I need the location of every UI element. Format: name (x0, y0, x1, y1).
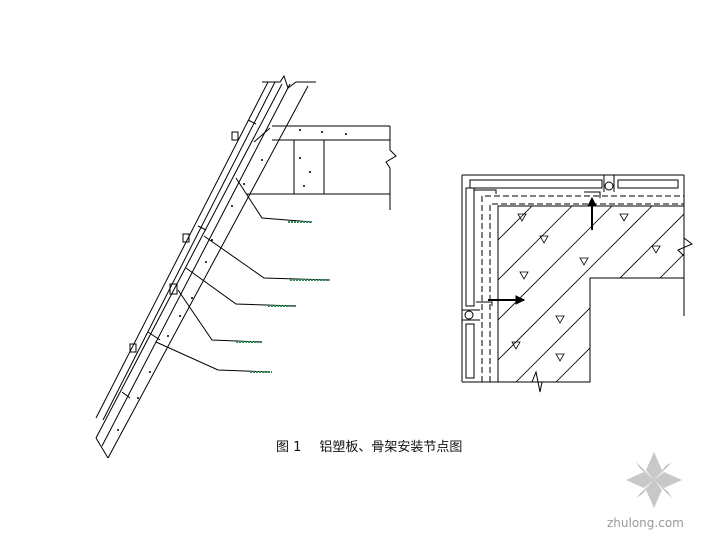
watermark-text: zhulong.com (607, 516, 684, 530)
corner-bracket (474, 189, 497, 194)
left-anchor-arrow (515, 295, 526, 305)
leader-label-marks (236, 221, 328, 373)
panel-line-3 (95, 83, 283, 439)
leader-3 (185, 267, 297, 307)
top-panel-2 (617, 179, 679, 189)
concrete-edge-line (107, 85, 309, 459)
left-panel-1 (465, 187, 475, 307)
left-bracket (476, 301, 493, 306)
zhulong-logo (626, 452, 682, 508)
joint-clip-3 (169, 283, 178, 295)
floor-slab (246, 125, 397, 210)
left-joint-seal (464, 310, 474, 320)
insulation-outer-dashed (481, 195, 684, 382)
left-panel-2 (465, 323, 475, 379)
leader-4 (177, 289, 263, 343)
joint-tick-1 (247, 119, 257, 125)
insulation-inner-dashed (489, 203, 684, 382)
joint-clip-2 (182, 233, 190, 243)
leader-2 (203, 235, 331, 281)
joint-tick-3 (147, 331, 161, 341)
concrete-diagonal-hatch (498, 206, 684, 382)
joint-tick-2 (197, 225, 207, 231)
top-panel-1 (469, 179, 603, 189)
slab-chamfer (253, 127, 271, 143)
figure-caption: 图 1 铝塑板、骨架安装节点图 (276, 436, 462, 455)
concrete-triangle-marks (511, 213, 661, 362)
top-break-mark (262, 74, 316, 89)
top-joint-seal (604, 181, 614, 191)
top-bracket (584, 191, 601, 198)
top-anchor-arrow (587, 196, 597, 207)
inclined-panel-section (95, 74, 316, 459)
leader-1 (235, 177, 313, 223)
slab-break-mark (385, 126, 397, 210)
leader-5 (155, 341, 271, 373)
joint-clip-4 (129, 343, 137, 353)
right-break (677, 237, 693, 257)
concrete-hatch-left (117, 129, 347, 431)
joint-clip-1 (231, 131, 239, 141)
figure-number: 图 1 (276, 440, 302, 455)
concrete-column (497, 205, 685, 383)
bottom-closure (95, 437, 109, 459)
panel-line-4 (101, 83, 291, 447)
panel-outer-line-1 (95, 81, 269, 419)
corner-plan-detail (461, 174, 693, 393)
panel-joints (121, 119, 257, 399)
figure-title: 铝塑板、骨架安装节点图 (319, 440, 463, 455)
joint-tick-4 (121, 391, 131, 399)
panel-outer-line-2 (102, 81, 276, 421)
